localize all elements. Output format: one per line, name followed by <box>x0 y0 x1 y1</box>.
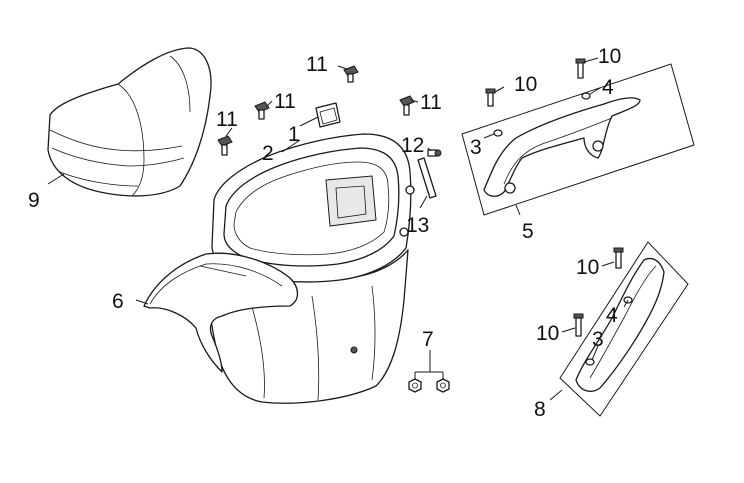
part-rod-13 <box>417 157 437 199</box>
callout-11-left: 11 <box>274 90 296 113</box>
callout-7: 7 <box>422 328 434 351</box>
callout-labels: 1 2 11 11 11 11 12 13 10 10 4 3 5 9 6 7 … <box>28 45 621 421</box>
bolt-11-right <box>399 95 415 116</box>
callout-10-lower-top: 10 <box>576 256 599 279</box>
callout-2: 2 <box>262 142 274 165</box>
callout-11-far-left: 11 <box>216 108 238 131</box>
callout-5: 5 <box>522 220 534 243</box>
callout-1: 1 <box>288 123 300 146</box>
callout-4-lower: 4 <box>606 304 618 327</box>
callout-3-upper: 3 <box>470 136 482 159</box>
callout-12: 12 <box>401 134 424 157</box>
callout-8: 8 <box>534 398 546 421</box>
callout-10-lower-left: 10 <box>536 322 559 345</box>
callout-3-lower: 3 <box>592 328 604 351</box>
callout-10-upper-right: 10 <box>598 45 621 68</box>
callout-9: 9 <box>28 189 40 212</box>
callout-6: 6 <box>112 290 124 313</box>
part-grab-handle-8 <box>559 241 689 417</box>
callout-4-upper: 4 <box>602 76 614 99</box>
part-grab-handle-5 <box>461 58 695 216</box>
part-screw-12 <box>427 149 442 157</box>
callout-10-upper-left: 10 <box>514 73 537 96</box>
callout-11-top: 11 <box>306 53 328 76</box>
bolt-11-top <box>343 65 359 83</box>
callout-13: 13 <box>406 214 429 237</box>
bolt-11-far-left <box>217 135 233 156</box>
bolt-11-left <box>254 101 270 120</box>
leader-lines <box>47 57 629 401</box>
part-front-cover <box>143 252 299 373</box>
callout-11-right: 11 <box>420 91 442 114</box>
part-seat <box>47 47 212 197</box>
part-lock-plate <box>315 102 341 128</box>
part-nuts-7 <box>408 350 450 393</box>
